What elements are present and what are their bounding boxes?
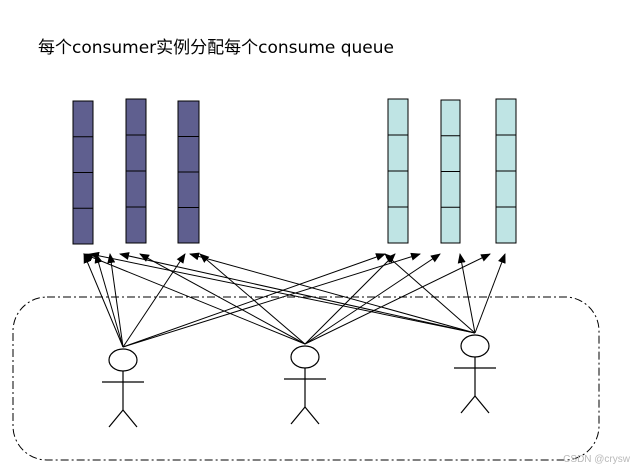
arrow-consumer-2-to-queue-5 [304,253,441,345]
arrow-consumer-2-to-queue-1 [83,253,306,345]
consumer-1 [102,348,144,428]
consumer-right-leg [474,395,490,414]
consumer-left-leg [290,406,306,425]
arrow-consumer-3-to-queue-4 [384,253,476,334]
queue-left-3 [177,100,200,244]
consumer-2 [284,345,326,425]
arrow-consumer-3-to-queue-2 [119,252,476,334]
consumer-head [460,334,490,358]
consumer-left-leg [460,395,476,414]
arrow-consumer-1-to-queue-6 [122,252,421,348]
queue-left-1 [72,100,94,245]
arrow-consumer-1-to-queue-4 [122,253,186,348]
arrow-consumer-3-to-queue-5 [457,253,476,334]
arrow-consumer-2-to-queue-6 [304,253,491,345]
consumer-right-leg [122,409,138,428]
arrow-consumer-1-to-queue-1 [83,253,124,348]
arrow-consumer-3-to-queue-1 [89,251,476,334]
consumer-head [108,348,138,372]
arrow-consumer-1-to-queue-2 [94,253,124,348]
arrow-consumer-1-to-queue-3 [107,253,124,348]
consumers-layer [102,334,496,428]
queue-right-1 [387,98,409,244]
consumer-left-leg [108,409,124,428]
watermark: CSDN @crysw [563,454,630,465]
queue-left-2 [125,98,147,244]
arrows-layer [83,251,506,348]
consumer-right-leg [304,406,320,425]
consumer-group-boundary [12,296,600,461]
diagram-title: 每个consumer实例分配每个consume queue [38,38,394,58]
arrow-consumer-2-to-queue-3 [199,253,306,345]
consumer-head [290,345,320,369]
queues-layer [72,98,517,245]
arrow-consumer-3-to-queue-6 [474,253,506,334]
arrow-consumer-3-to-queue-3 [189,252,476,334]
queue-right-2 [440,99,461,244]
arrow-consumer-2-to-queue-2 [139,253,306,345]
consumer-3 [454,334,496,414]
arrow-consumer-2-to-queue-4 [304,253,396,345]
queue-right-3 [495,98,517,244]
